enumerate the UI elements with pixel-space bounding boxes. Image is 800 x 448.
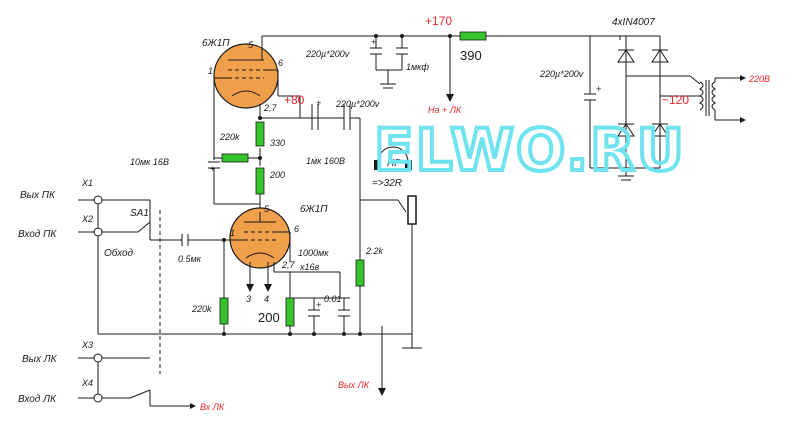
rectifier-bridge: [584, 35, 701, 181]
resistor-200-top: [255, 167, 265, 195]
resistor-2-2k: [355, 259, 365, 287]
vkh-lk-output-label: Вх ЛК: [200, 402, 225, 412]
mains-label: 220В: [748, 74, 770, 84]
headphone-label: HP: [387, 158, 401, 169]
cap-1mkf-label: 1мкф: [406, 62, 429, 72]
upper-tube-envelope: [213, 43, 279, 109]
cap-supply-label: 220µ*200v: [305, 49, 350, 59]
na-lk-label: На + ЛК: [428, 105, 462, 115]
connector-x3-label: Вых ЛК: [22, 354, 58, 365]
upper-tube-type: 6Ж1П: [202, 38, 230, 49]
connector-x2-label: Вход ПК: [18, 229, 57, 240]
svg-text:1: 1: [208, 66, 213, 76]
watermark: ELWO.RU: [374, 116, 686, 184]
svg-text:2.2k: 2.2k: [365, 246, 384, 256]
supply-capacitors: [370, 47, 408, 89]
vykh-lk-output-label: Вых ЛК: [338, 380, 370, 390]
supply-voltage-label: +170: [425, 14, 452, 28]
svg-text:6: 6: [278, 58, 283, 68]
connector-x4-id: X4: [81, 378, 93, 388]
upper-filament-label: 2,7: [263, 103, 278, 113]
cap-1000mk-label: 1000мк: [298, 248, 329, 258]
cap-05mk-label: 0.5мк: [178, 254, 202, 264]
svg-text:+: +: [371, 37, 376, 47]
svg-text:1: 1: [230, 228, 235, 238]
bypass-label: Обход: [104, 247, 134, 259]
resistor-200-bottom-value: 200: [258, 310, 280, 325]
ac-voltage-label: ~120: [662, 93, 689, 107]
lower-tube: [229, 207, 340, 286]
headphone-impedance: =>32R: [372, 178, 402, 189]
cap-anode-label: 220µ*200v: [335, 99, 380, 109]
na-lk-arrowhead: [446, 94, 454, 102]
svg-text:220k: 220k: [219, 132, 240, 142]
connectors: [78, 195, 190, 407]
resistor-330: [255, 121, 265, 147]
connector-x3-id: X3: [81, 340, 93, 350]
diode-4: [651, 123, 669, 137]
resistor-390-value: 390: [460, 48, 482, 63]
svg-text:6: 6: [294, 224, 299, 234]
svg-text:+: +: [316, 98, 321, 108]
diode-3: [617, 123, 635, 137]
svg-text:3: 3: [246, 294, 251, 304]
connector-x2-id: X2: [81, 214, 93, 224]
lower-cathode-network: [289, 246, 361, 334]
svg-text:+: +: [316, 300, 321, 310]
svg-text:330: 330: [270, 138, 285, 148]
cap-rect-label: 220µ*200v: [539, 69, 584, 79]
anode-output: [300, 104, 417, 334]
svg-text:5: 5: [248, 40, 254, 50]
resistor-200-bottom: [285, 297, 295, 327]
diode-1: [617, 49, 635, 63]
cap-1mk160-label: 1мк 160В: [306, 156, 345, 166]
resistor-390: [459, 31, 487, 41]
svg-text:4: 4: [264, 294, 269, 304]
connector-x4-label: Вход ЛК: [18, 394, 57, 405]
svg-text:200: 200: [269, 170, 285, 180]
svg-text:+: +: [596, 84, 601, 94]
resistor-220k-top: [221, 153, 249, 163]
cap-10mk-label: 10мк 16В: [130, 157, 169, 167]
svg-text:5: 5: [264, 204, 270, 214]
connector-x1-label: Вых ПК: [20, 190, 56, 201]
upper-tube: [213, 43, 279, 109]
lower-tube-type: 6Ж1П: [300, 204, 328, 215]
svg-text:220k: 220k: [191, 304, 212, 314]
diode-2: [651, 49, 669, 63]
supply-rail: [261, 35, 621, 96]
lower-filament-label: 2,7: [281, 260, 296, 270]
connector-x1-id: X1: [81, 178, 93, 188]
input-coupling: [150, 234, 230, 334]
svg-text:+: +: [210, 164, 215, 174]
mid-voltage-label: +80: [284, 93, 305, 107]
switch-label: SA1: [130, 208, 149, 219]
transformer: [699, 77, 740, 121]
diodes-label: 4xIN4007: [612, 17, 655, 28]
resistor-220k-bottom: [219, 297, 229, 325]
cap-x16v-label: x16в: [299, 262, 320, 272]
headphone-jack: [407, 195, 417, 225]
cap-001-label: 0.01: [324, 294, 342, 304]
